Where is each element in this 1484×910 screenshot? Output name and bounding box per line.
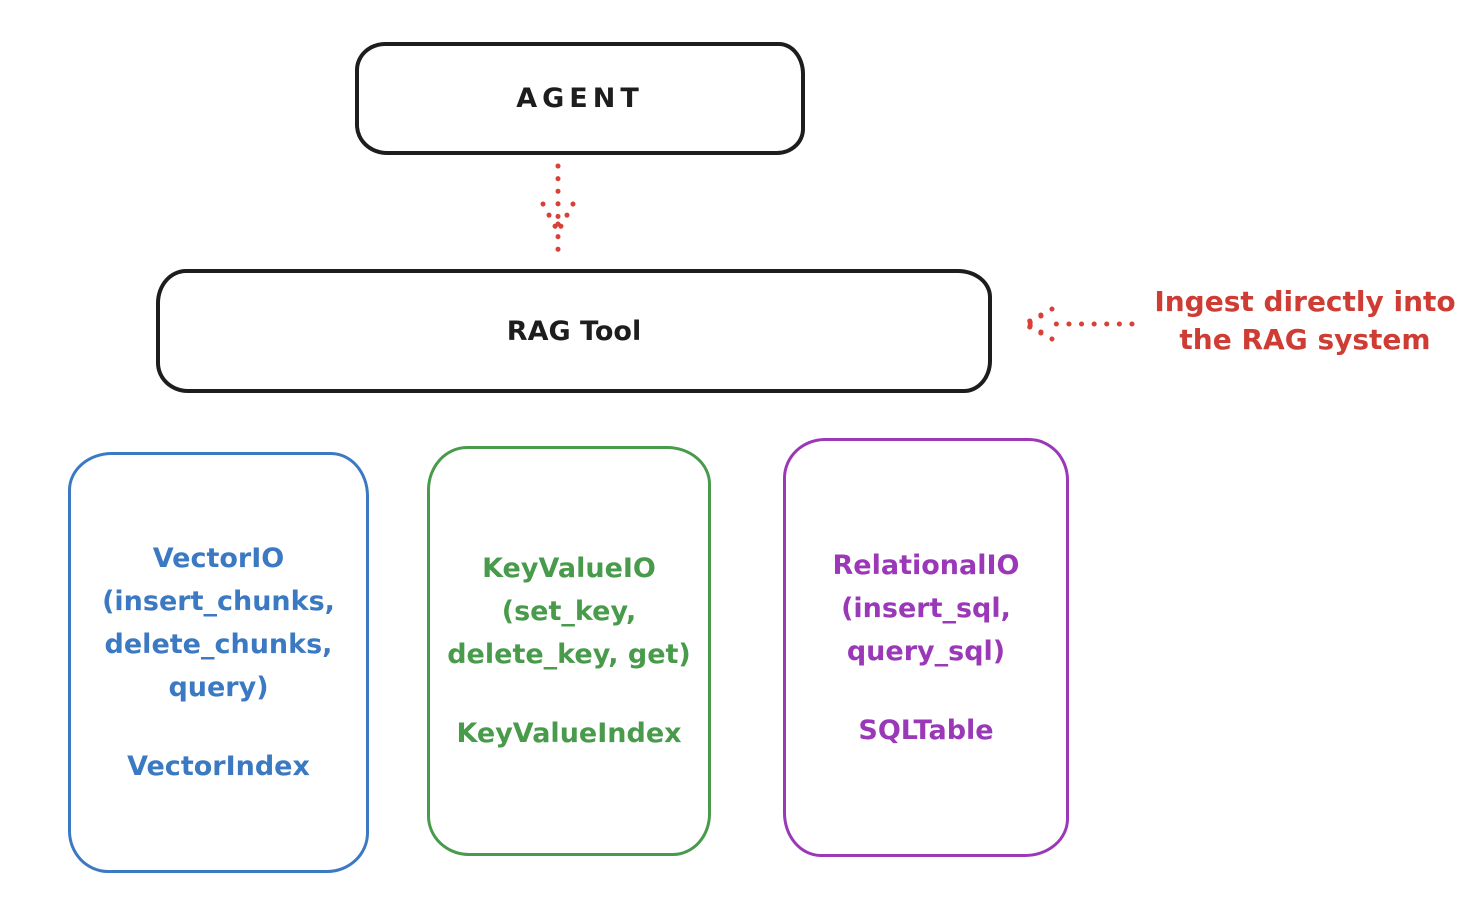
arrowhead-inner-top-stroke [1025, 313, 1044, 327]
agent-node: AGENT [355, 42, 805, 155]
backend-line: RelationalIO [832, 549, 1020, 581]
dotted-arrow-down-icon [540, 163, 576, 253]
backend-line: VectorIO [152, 543, 285, 574]
rag-tool-node: RAG Tool [156, 269, 992, 393]
arrowhead-inner-bottom-stroke [1025, 321, 1044, 335]
backend-line: query) [168, 672, 269, 703]
backend-line: delete_chunks, [104, 629, 333, 660]
arrowhead-left-stroke [540, 201, 559, 231]
backend-line: query_sql) [846, 635, 1006, 667]
annotation-ingest: Ingest directly into the RAG system [1133, 283, 1477, 359]
backend-lines: KeyValueIO (set_key, delete_key, get) [447, 547, 691, 676]
annotation-line-1: Ingest directly into [1154, 285, 1456, 318]
backend-index-label: VectorIndex [127, 751, 310, 782]
backend-index-label: SQLTable [858, 714, 994, 746]
backend-line: (insert_chunks, [102, 586, 335, 617]
backend-lines: RelationalIO (insert_sql, query_sql) [833, 544, 1020, 673]
dotted-arrow-left-icon [1023, 306, 1135, 342]
backend-line: delete_key, get) [447, 639, 691, 670]
backend-line: KeyValueIO [482, 553, 656, 584]
keyvalue-io-node: KeyValueIO (set_key, delete_key, get) Ke… [427, 446, 711, 856]
backend-lines: VectorIO (insert_chunks, delete_chunks, … [102, 537, 335, 709]
backend-line: (set_key, [501, 596, 637, 627]
backend-index-label: KeyValueIndex [456, 718, 682, 749]
vector-io-node: VectorIO (insert_chunks, delete_chunks, … [68, 452, 369, 873]
agent-label: AGENT [516, 83, 644, 114]
relational-io-node: RelationalIO (insert_sql, query_sql) SQL… [783, 438, 1069, 857]
arrowhead-right-stroke [557, 201, 576, 231]
backend-line: (insert_sql, [841, 592, 1011, 624]
rag-tool-label: RAG Tool [506, 315, 642, 347]
annotation-line-2: the RAG system [1179, 323, 1431, 356]
